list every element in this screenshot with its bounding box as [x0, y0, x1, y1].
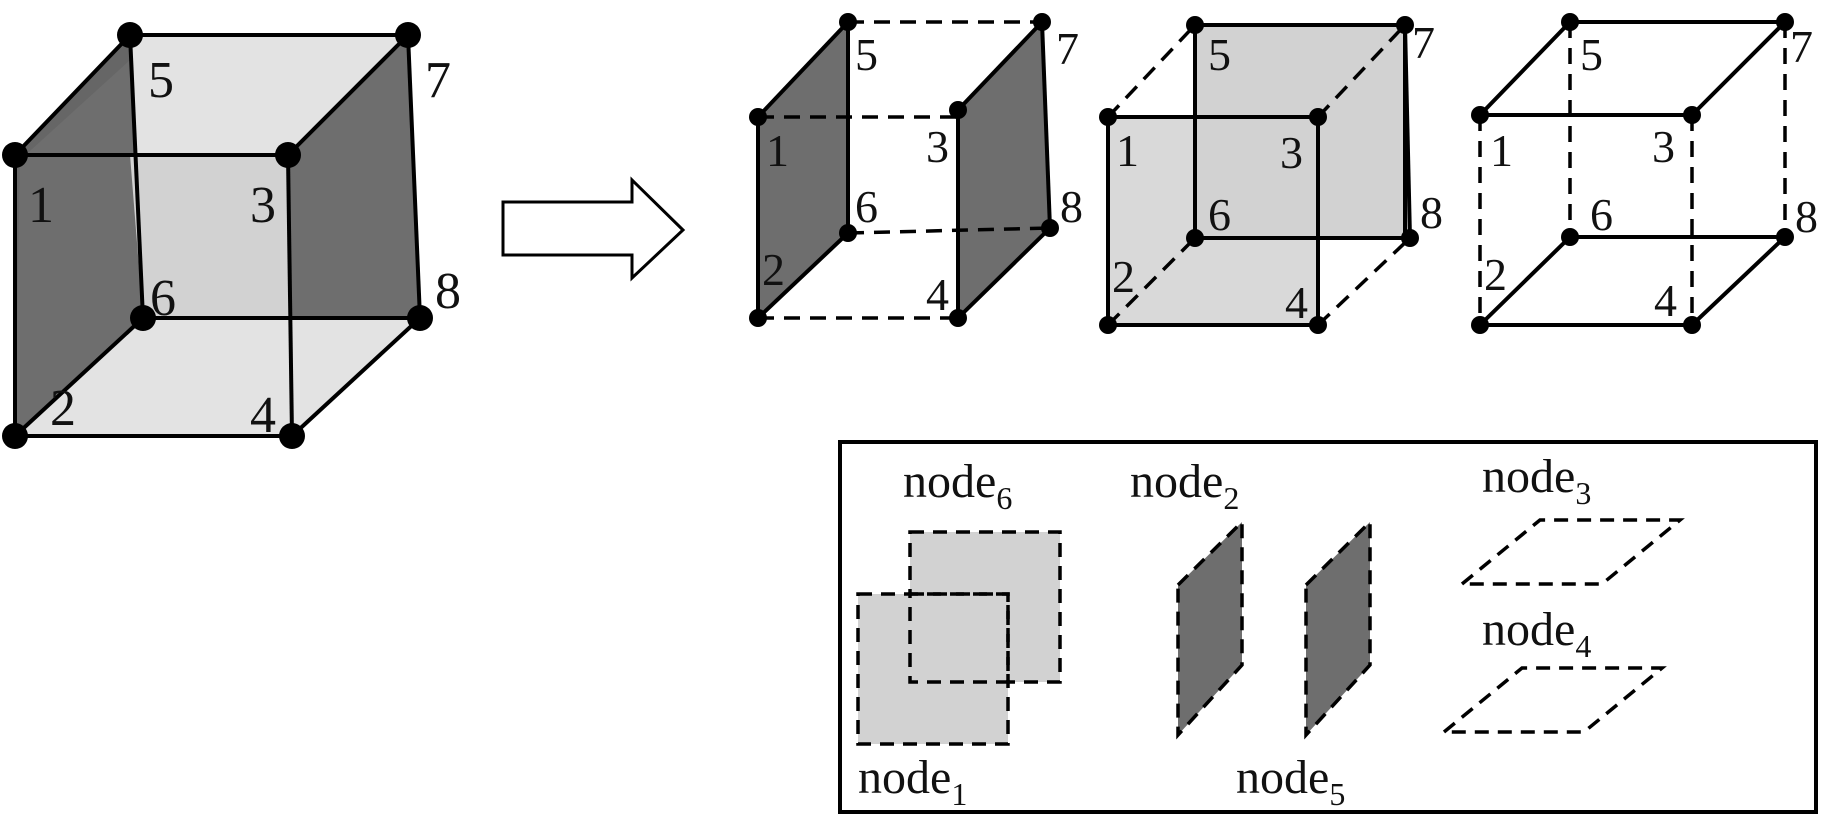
main-cube-edges — [13, 33, 422, 438]
node2-label: node2 — [1130, 455, 1239, 516]
cube-tb-label-8: 8 — [1795, 191, 1818, 242]
node1-label: node1 — [858, 751, 967, 812]
cube-fb-label-6: 6 — [1208, 189, 1231, 240]
node6-label: node6 — [903, 455, 1012, 516]
cube-tb-solid-edges — [1475, 20, 1791, 327]
main-cube-label-4: 4 — [250, 387, 276, 444]
cube-side-label-6: 6 — [855, 181, 878, 232]
main-cube-label-8: 8 — [435, 263, 461, 320]
cube-fb-label-5: 5 — [1208, 29, 1231, 80]
main-cube-middle-face — [130, 155, 288, 318]
main-cube-vertices — [2, 22, 433, 449]
cube-tb-label-6: 6 — [1590, 189, 1613, 240]
cube-tb-label-2: 2 — [1484, 249, 1507, 300]
main-cube-label-2: 2 — [50, 380, 76, 437]
cube-side-vertices — [749, 13, 1059, 327]
cube-top-bottom-faces: 1 2 3 4 5 6 7 8 — [1471, 13, 1818, 334]
node5-face — [1304, 517, 1372, 740]
cube-fb-label-3: 3 — [1280, 127, 1303, 178]
cube-side-right-face — [958, 22, 1050, 318]
cube-fb-label-7: 7 — [1412, 17, 1435, 68]
cube-tb-label-1: 1 — [1490, 125, 1513, 176]
cube-side-label-5: 5 — [855, 29, 878, 80]
cube-tb-vertices — [1471, 13, 1794, 334]
cube-fb-label-2: 2 — [1112, 251, 1135, 302]
cube-side-solid-edges — [756, 20, 1052, 320]
cube-fb-vertices — [1099, 16, 1419, 334]
cube-fb-label-8: 8 — [1420, 187, 1443, 238]
cube-fb-dashed-edges — [1106, 23, 1412, 327]
node1-face — [856, 592, 1010, 746]
cube-tb-dashed-edges — [1478, 22, 1787, 325]
decomposition-arrow — [501, 176, 686, 282]
cube-tb-label-5: 5 — [1580, 29, 1603, 80]
cube-fb-label-4: 4 — [1285, 277, 1308, 328]
cube-side-label-8: 8 — [1060, 181, 1083, 232]
main-cube-top-left-face — [15, 35, 143, 436]
cube-side-label-4: 4 — [926, 269, 949, 320]
cube-side-label-1: 1 — [766, 125, 789, 176]
cube-fb-label-1: 1 — [1116, 125, 1139, 176]
node2-face — [1176, 517, 1244, 740]
node4-label: node4 — [1482, 603, 1591, 664]
main-cube-label-6: 6 — [150, 270, 176, 327]
node3-face — [1457, 518, 1685, 586]
cube-side-faces: 1 2 3 4 5 6 7 8 — [749, 13, 1083, 327]
cube-side-label-2: 2 — [762, 244, 785, 295]
legend-box: node6 node2 node3 node4 node1 node5 — [838, 440, 1818, 814]
node4-face — [1439, 666, 1667, 734]
cube-side-label-7: 7 — [1056, 23, 1079, 74]
cube-tb-label-3: 3 — [1652, 121, 1675, 172]
main-cube-label-1: 1 — [28, 177, 54, 234]
main-cube-label-7: 7 — [425, 52, 451, 109]
cube-fb-solid-edges — [1106, 23, 1412, 327]
main-cube-bottom-face — [15, 318, 420, 436]
cube-front-back-faces: 1 2 3 4 5 6 7 8 — [1099, 16, 1443, 334]
cube-fb-front-face — [1108, 117, 1318, 325]
cube-side-label-3: 3 — [926, 121, 949, 172]
main-cube-label-5: 5 — [148, 52, 174, 109]
cube-tb-label-4: 4 — [1654, 275, 1677, 326]
main-cube-left-face — [15, 35, 130, 436]
node3-label: node3 — [1482, 450, 1591, 511]
main-cube-label-3: 3 — [250, 177, 276, 234]
cube-tb-label-7: 7 — [1790, 21, 1813, 72]
main-cube: 1 2 3 4 5 6 7 8 — [2, 22, 461, 449]
cube-side-dashed-edges — [758, 20, 1051, 320]
node-overlap-outline — [908, 592, 1010, 684]
node5-label: node5 — [1236, 751, 1345, 812]
